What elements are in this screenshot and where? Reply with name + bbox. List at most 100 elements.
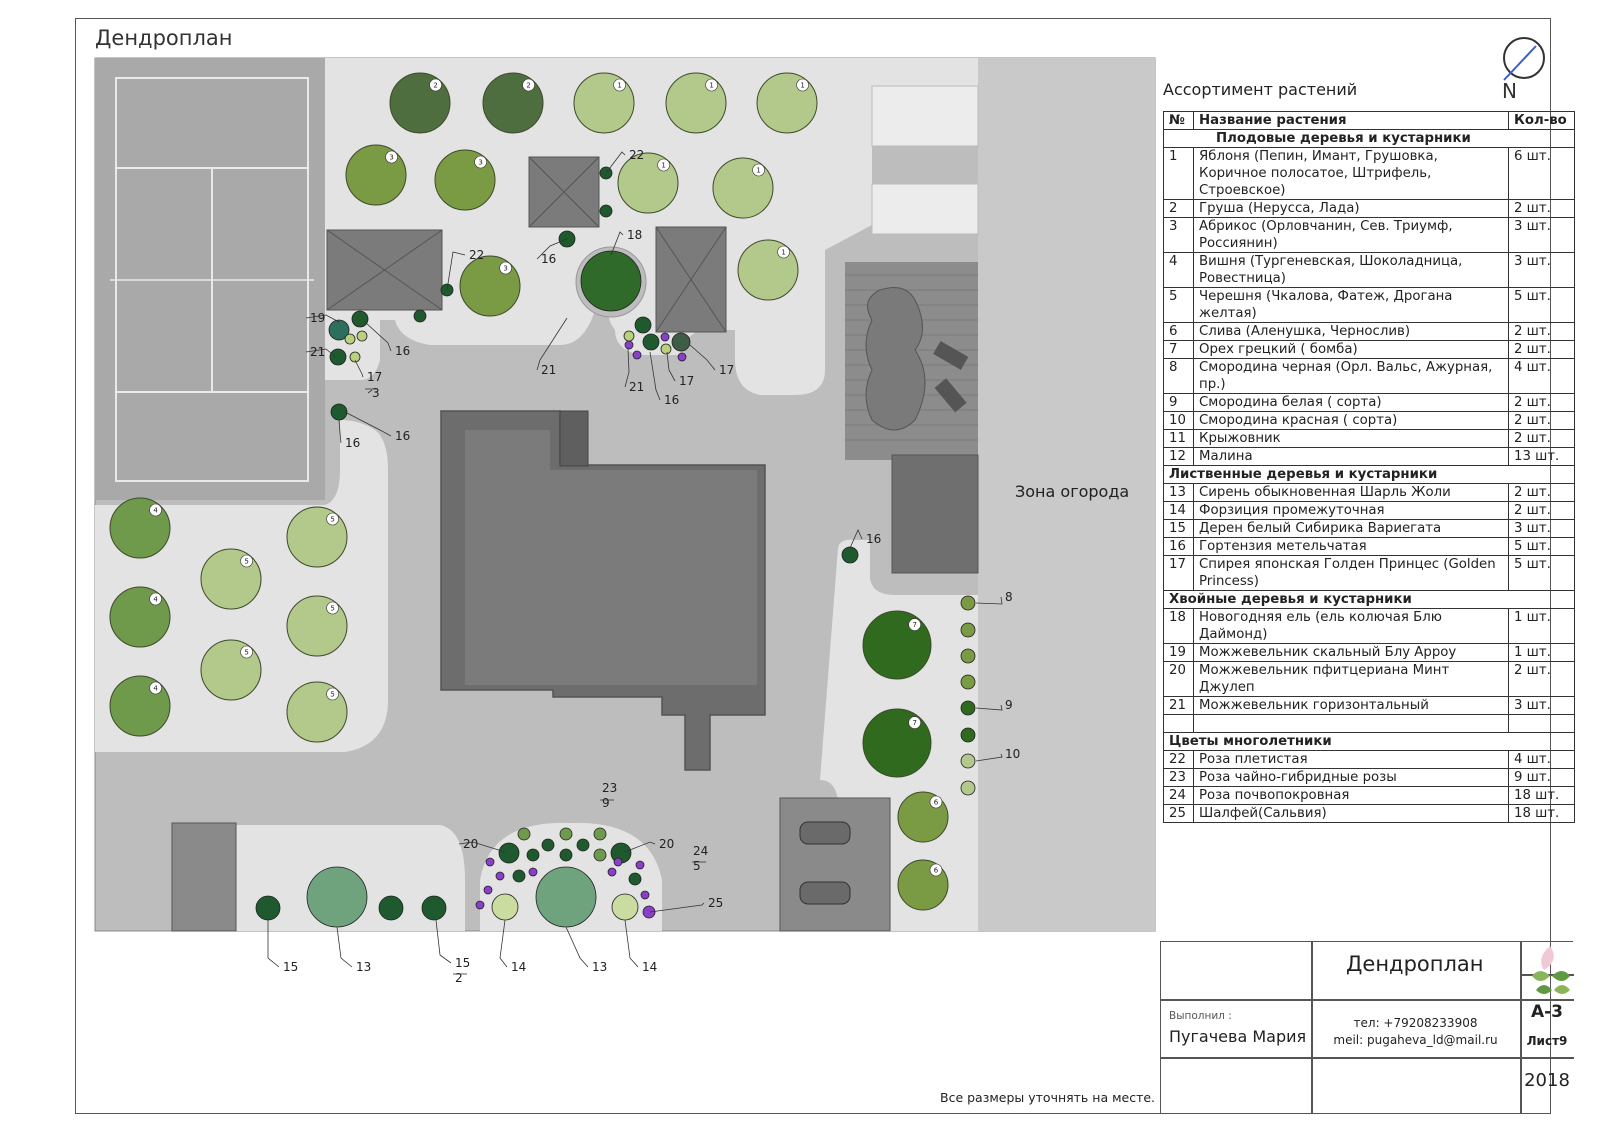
tree-number: 2 [433,82,437,90]
cell-num: 18 [1163,608,1194,644]
callout-leader [305,348,337,358]
cell-qty: 3 шт. [1508,519,1575,538]
tree-number: 5 [244,649,248,657]
cell-name: Дерен белый Сибирика Вариегата [1193,519,1509,538]
callout-label: 10 [1005,747,1020,761]
cell-qty: 2 шт. [1508,199,1575,218]
tennis-court-surface [95,58,325,500]
spruce-tree [580,250,642,312]
gooseberry-shrub [960,780,976,796]
cell-name: Гортензия метельчатая [1193,537,1509,556]
tree-number: 5 [330,516,334,524]
cell-num: 7 [1163,340,1194,359]
tree-5: 5 [200,639,262,701]
spirea-shrub [623,330,635,342]
cell-num: 17 [1163,555,1194,591]
pool [865,287,926,431]
callout-label: 3 [372,386,380,400]
cell-qty: 2 шт. [1508,340,1575,359]
callout-leader [336,926,353,968]
salvia-flower [642,905,656,919]
callout-leader [649,902,705,913]
cell-qty: 4 шт. [1508,358,1575,394]
callout-label: 16 [866,532,881,546]
cell-qty: 4 шт. [1508,750,1575,769]
tree-1: 1 [617,152,679,214]
cell-name: Роза почвопокровная [1193,786,1509,805]
rose-flower [628,872,642,886]
tree-number: 6 [934,799,939,807]
hydrangea-shrub [634,316,652,334]
cell-qty: 3 шт. [1508,252,1575,288]
forsythia-shrub [491,893,519,921]
salvia-flower [660,332,670,342]
title-block: Дендроплан Выполнил : Пугачева Мария тел… [1160,941,1574,1114]
zone-label: Зона огорода [1015,482,1130,501]
callout-label: 13 [592,960,607,974]
rose-flower [541,838,555,852]
salvia-flower [528,867,538,877]
assortment-title: Ассортимент растений [1163,80,1358,99]
cell-num: 22 [1163,750,1194,769]
page-title: Дендроплан [95,26,233,50]
tree-number: 6 [934,867,939,875]
tree-5: 5 [286,506,348,568]
callout-leader [649,351,661,401]
juniper-shrub [642,333,660,351]
hydrangea-shrub [841,546,859,564]
cell-num: 5 [1163,287,1194,323]
dogwood-shrub [378,895,404,921]
gazebo-left [326,229,443,311]
house-roof [465,470,757,685]
cell-name: Смородина черная (Орл. Вальс, Ажурная, п… [1193,358,1509,394]
tree-number: 5 [330,605,334,613]
cell-num: 23 [1163,768,1194,787]
tree-3: 3 [345,144,407,206]
tree-5: 5 [200,548,262,610]
tree-number: 4 [153,685,158,693]
col-qty: Кол-во [1508,111,1575,130]
callout-label: 14 [511,960,526,974]
cell-name: Малина [1193,447,1509,466]
cell-num: 10 [1163,411,1194,430]
salvia-flower [624,340,634,350]
callout-leader [344,411,392,437]
tree-2: 2 [389,72,451,134]
callout-leader [849,529,863,549]
cell-num: 24 [1163,786,1194,805]
table-section-row: Цветы многолетники [1163,732,1575,751]
cell-name: Роза чайно-гибридные розы [1193,768,1509,787]
tree-number: 3 [503,265,507,273]
cell-name: Груша (Нерусса, Лада) [1193,199,1509,218]
salvia-flower [613,857,623,867]
dogwood-shrub [421,895,447,921]
sheet-number: Лист9 [1526,1034,1568,1048]
cell-num: 9 [1163,393,1194,412]
gazebo-center [528,156,600,228]
spirea-shrub [660,343,672,355]
callout-label: 8 [1005,590,1013,604]
callout-leader [624,919,639,968]
email: meil: pugaheva_ld@mail.ru [1333,1033,1498,1047]
callout-label: 17 [719,363,734,377]
cell-qty: 3 шт. [1508,696,1575,715]
cell-name: Орех грецкий ( бомба) [1193,340,1509,359]
cell-num: 8 [1163,358,1194,394]
callout-leader [435,919,452,964]
cell-name [1193,714,1509,733]
cell-num: 3 [1163,217,1194,253]
tree-6: 6 [897,859,949,911]
callout-label: 9 [602,796,610,810]
callout-label: 22 [469,248,484,262]
table-section-row: Лиственные деревья и кустарники [1163,465,1575,484]
currant-shrub [960,648,976,664]
